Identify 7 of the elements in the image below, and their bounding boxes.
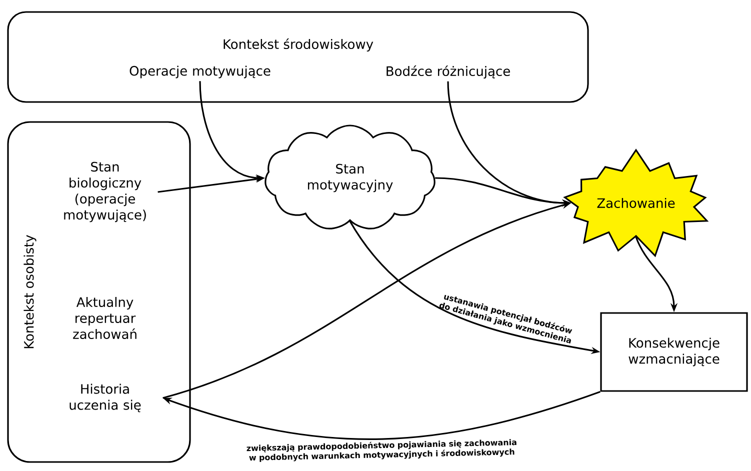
note-text: Aktualny repertuar zachowań [73, 296, 136, 340]
node-text: Operacje motywujące [130, 66, 270, 78]
node-text: Bodźce różnicujące [386, 65, 510, 79]
node-text: Stan biologiczny (operacje motywujące) [64, 162, 146, 222]
edge-label: zwiększają prawdopodobieństwo pojawiania się zachowania w podobnych warunkach motywacyjnych i środowiskowych [246, 439, 516, 462]
node-text: Historia uczenia się [70, 384, 141, 412]
process-box: Konsekwencje wzmacniające [600, 312, 748, 392]
